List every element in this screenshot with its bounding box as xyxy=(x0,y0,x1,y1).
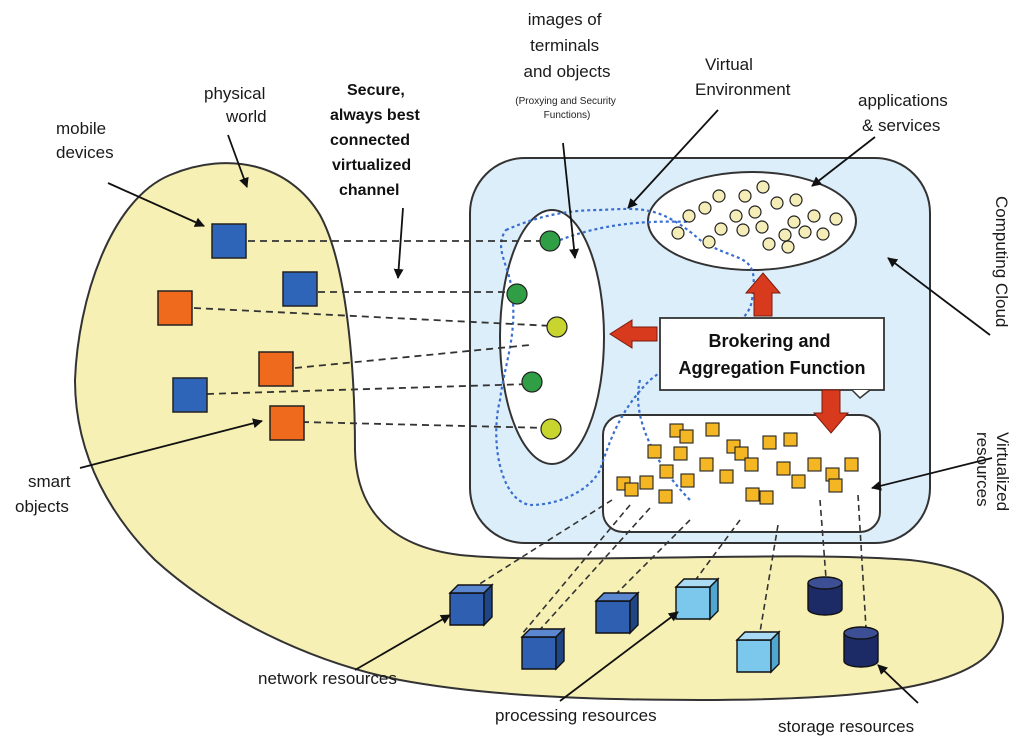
processing-cube xyxy=(674,577,720,621)
resource-connections xyxy=(469,494,867,635)
virtualized-resources-label: Virtualized resources xyxy=(973,432,1012,516)
red-arrows xyxy=(609,272,850,434)
annotation-arrows xyxy=(79,109,993,704)
images-terminals-sub-label: (Proxying and Security Functions) xyxy=(515,96,618,121)
terminal-image xyxy=(506,283,528,305)
smart-object xyxy=(269,405,305,441)
application-circles xyxy=(671,180,843,254)
brokering-label: Brokering and Aggregation Function xyxy=(679,331,866,378)
resource-chips xyxy=(616,422,859,505)
applications-services-label: applications & services xyxy=(858,91,953,135)
processing-cube xyxy=(735,630,781,674)
network-resources-label: network resources xyxy=(258,669,397,688)
terminal-image xyxy=(546,316,568,338)
arrow-left-to-terminals xyxy=(609,319,658,349)
storage-resources-label: storage resources xyxy=(778,717,914,736)
smart-objects xyxy=(157,290,305,441)
device-connections xyxy=(193,240,554,429)
arrow-down-to-resources xyxy=(812,389,850,434)
network-cube xyxy=(448,583,494,627)
virtual-environment-label: Virtual Environment xyxy=(695,55,791,99)
virtualized-channel-path xyxy=(495,207,755,507)
mobile-device xyxy=(282,271,318,307)
storage-resources xyxy=(807,576,879,668)
processing-resources xyxy=(674,577,781,674)
terminals-ellipse xyxy=(499,209,605,465)
mobile-device xyxy=(211,223,247,259)
smart-object xyxy=(157,290,193,326)
brokering-box xyxy=(659,317,885,400)
computing-cloud-label: Computing Cloud xyxy=(992,196,1011,327)
network-resources xyxy=(448,583,640,671)
terminal-images xyxy=(506,230,568,440)
network-cube xyxy=(520,627,566,671)
secure-channel-label: Secure, always best connected virtualize… xyxy=(330,82,424,199)
network-cube xyxy=(594,591,640,635)
terminal-image xyxy=(521,371,543,393)
processing-resources-label: processing resources xyxy=(495,706,657,725)
images-terminals-label: images of terminals and objects xyxy=(524,10,611,81)
terminal-image xyxy=(540,418,562,440)
smart-object xyxy=(258,351,294,387)
mobile-device xyxy=(172,377,208,413)
mobile-devices xyxy=(172,223,318,413)
storage-cylinder xyxy=(843,626,879,668)
terminal-image xyxy=(539,230,561,252)
arrow-up-to-apps xyxy=(744,272,782,317)
storage-cylinder xyxy=(807,576,843,616)
